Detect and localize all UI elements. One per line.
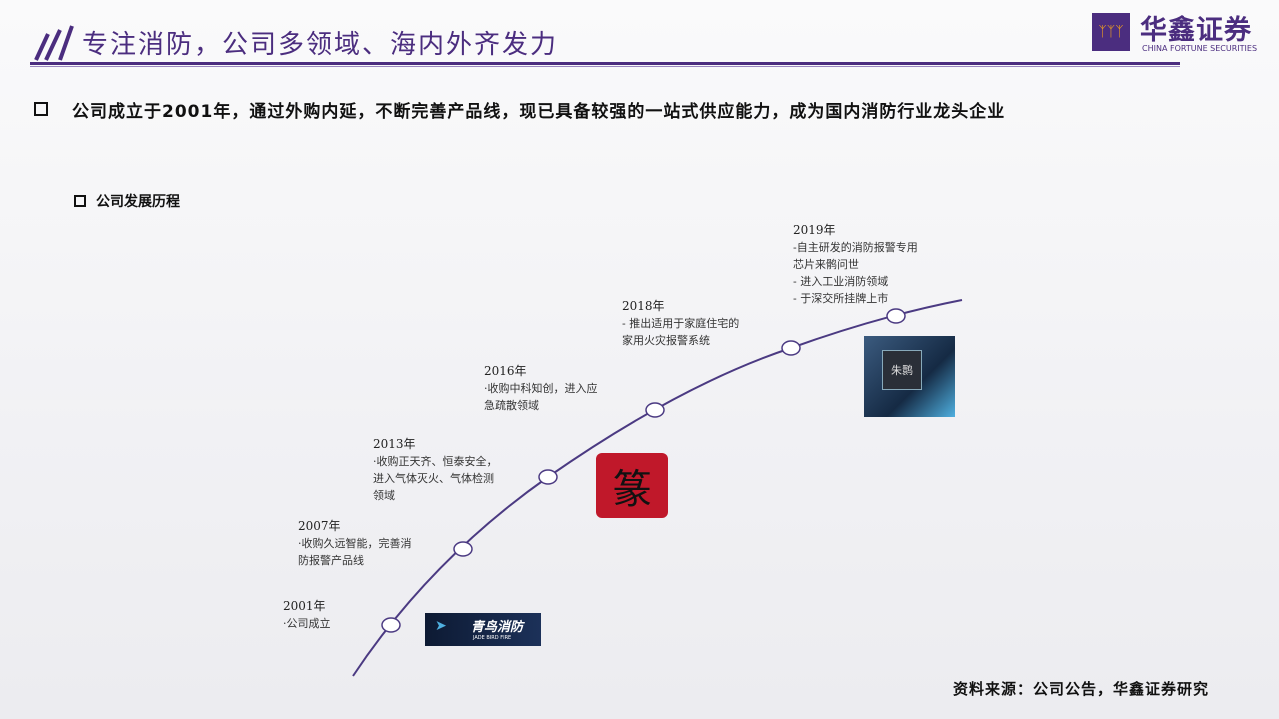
logo-english: CHINA FORTUNE SECURITIES — [1142, 44, 1258, 53]
source-note: 资料来源：公司公告，华鑫证券研究 — [953, 680, 1210, 698]
timeline-node — [781, 340, 801, 356]
timeline-event: 2001年·公司成立 — [283, 599, 331, 630]
logo-name: 华鑫证券 — [1140, 15, 1252, 46]
main-bullet-text: 公司成立于2001年，通过外购内延，不断完善产品线，现已具备较强的一站式供应能力… — [72, 102, 1006, 122]
timeline-node — [645, 402, 665, 418]
bullet-square-icon — [74, 195, 86, 207]
timeline-event: 2019年-自主研发的消防报警专用 芯片来鹘问世 - 进入工业消防领域 - 于深… — [793, 223, 918, 305]
chip-image: 朱鹮 — [864, 336, 955, 417]
timeline-event: 2013年·收购正天齐、恒泰安全， 进入气体灭火、气体检测 领域 — [373, 437, 498, 502]
seal-logo-image: 篆 — [596, 453, 668, 518]
timeline-event: 2018年- 推出适用于家庭住宅的 家用火灾报警系统 — [622, 299, 740, 347]
jade-bird-logo-image: ➤ 青鸟消防 JADE BIRD FIRE — [425, 613, 541, 646]
title-divider — [30, 62, 1180, 65]
timeline-event: 2016年·收购中科知创，进入应 急疏散领域 — [484, 364, 598, 412]
page-title: 专注消防，公司多领域、海内外齐发力 — [82, 30, 559, 60]
section-subtitle: 公司发展历程 — [96, 194, 180, 210]
timeline-node — [538, 469, 558, 485]
logo-icon: ᛉᛉᛉ — [1092, 13, 1130, 51]
pen-icon — [34, 25, 74, 61]
timeline-node — [886, 308, 906, 324]
title-divider-thin — [30, 66, 1180, 67]
bullet-square-icon — [34, 102, 48, 116]
timeline-event: 2007年·收购久远智能，完善消 防报警产品线 — [298, 519, 412, 567]
timeline-node — [381, 617, 401, 633]
timeline-node — [453, 541, 473, 557]
